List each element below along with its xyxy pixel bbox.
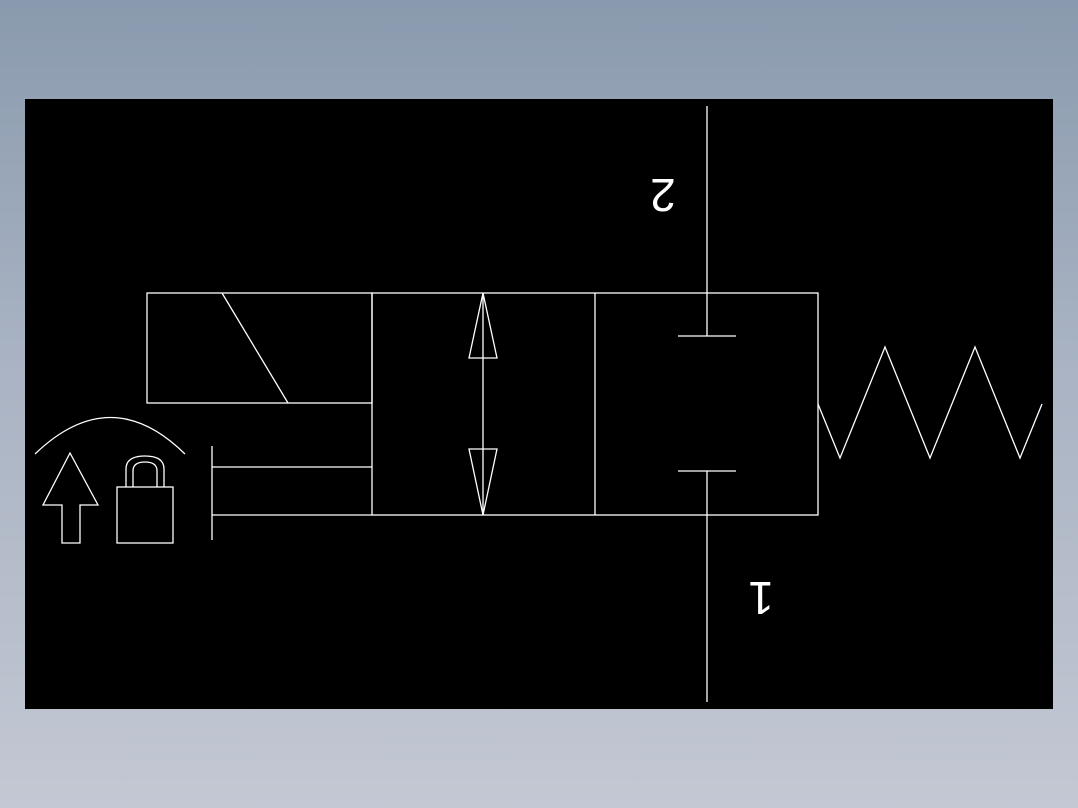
padlock-body-icon	[116, 486, 174, 544]
padlock-shackle-outer-icon	[125, 455, 165, 487]
lockable-override	[34, 416, 186, 544]
manual-override-rod	[211, 446, 372, 540]
return-spring	[817, 345, 1043, 460]
push-arrow-icon	[41, 451, 100, 544]
valve-position-open	[468, 292, 498, 516]
port-1-label: 1	[748, 572, 774, 624]
arrowhead-down-icon	[468, 448, 498, 516]
solenoid-box	[146, 292, 373, 404]
solenoid-actuator	[146, 292, 373, 404]
override-arc	[34, 416, 186, 455]
padlock-shackle-inner-icon	[132, 461, 158, 487]
valve-body	[371, 292, 819, 516]
port-2-label: 2	[650, 169, 676, 221]
solenoid-diagonal	[221, 292, 289, 404]
valve-position-closed	[678, 106, 736, 702]
arrowhead-up-icon	[468, 292, 498, 359]
drawing-canvas: 2 1	[25, 99, 1053, 709]
valve-symbol-drawing: 2 1	[34, 106, 1043, 702]
